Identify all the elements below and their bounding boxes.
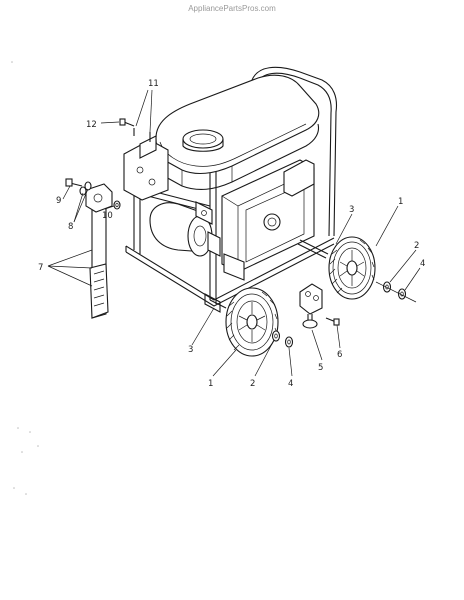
callout-labels: 11 12 9 8 10 7 3 1 2 4 3 1 2 4 5 6 <box>38 79 425 389</box>
engine-assembly <box>123 135 315 281</box>
callout-5: 5 <box>318 363 323 373</box>
callout-4-right: 4 <box>420 259 425 269</box>
handle-assembly <box>65 178 121 319</box>
callout-12: 12 <box>86 120 97 130</box>
callout-3-left: 3 <box>188 345 193 355</box>
callout-3-right: 3 <box>349 205 354 215</box>
callout-1-left: 1 <box>208 379 213 389</box>
bracket-bolts <box>119 118 151 142</box>
leader-lines <box>47 89 421 377</box>
callout-4-left: 4 <box>288 379 293 389</box>
watermark-text: AppliancePartsPros.com <box>188 4 276 13</box>
right-wheel <box>328 236 376 300</box>
callout-6: 6 <box>337 350 342 360</box>
callout-11: 11 <box>148 79 159 89</box>
scan-specks <box>11 61 39 495</box>
callout-10: 10 <box>102 211 113 221</box>
callout-2-left: 2 <box>250 379 255 389</box>
washers-and-nuts <box>271 281 417 348</box>
callout-1-right: 1 <box>398 197 403 207</box>
callout-8: 8 <box>68 222 73 232</box>
callout-7: 7 <box>38 263 43 273</box>
callout-2-right: 2 <box>414 241 419 251</box>
callout-9: 9 <box>56 196 61 206</box>
axle-bolts <box>209 239 329 309</box>
left-wheel <box>225 287 279 357</box>
support-foot <box>299 283 340 329</box>
